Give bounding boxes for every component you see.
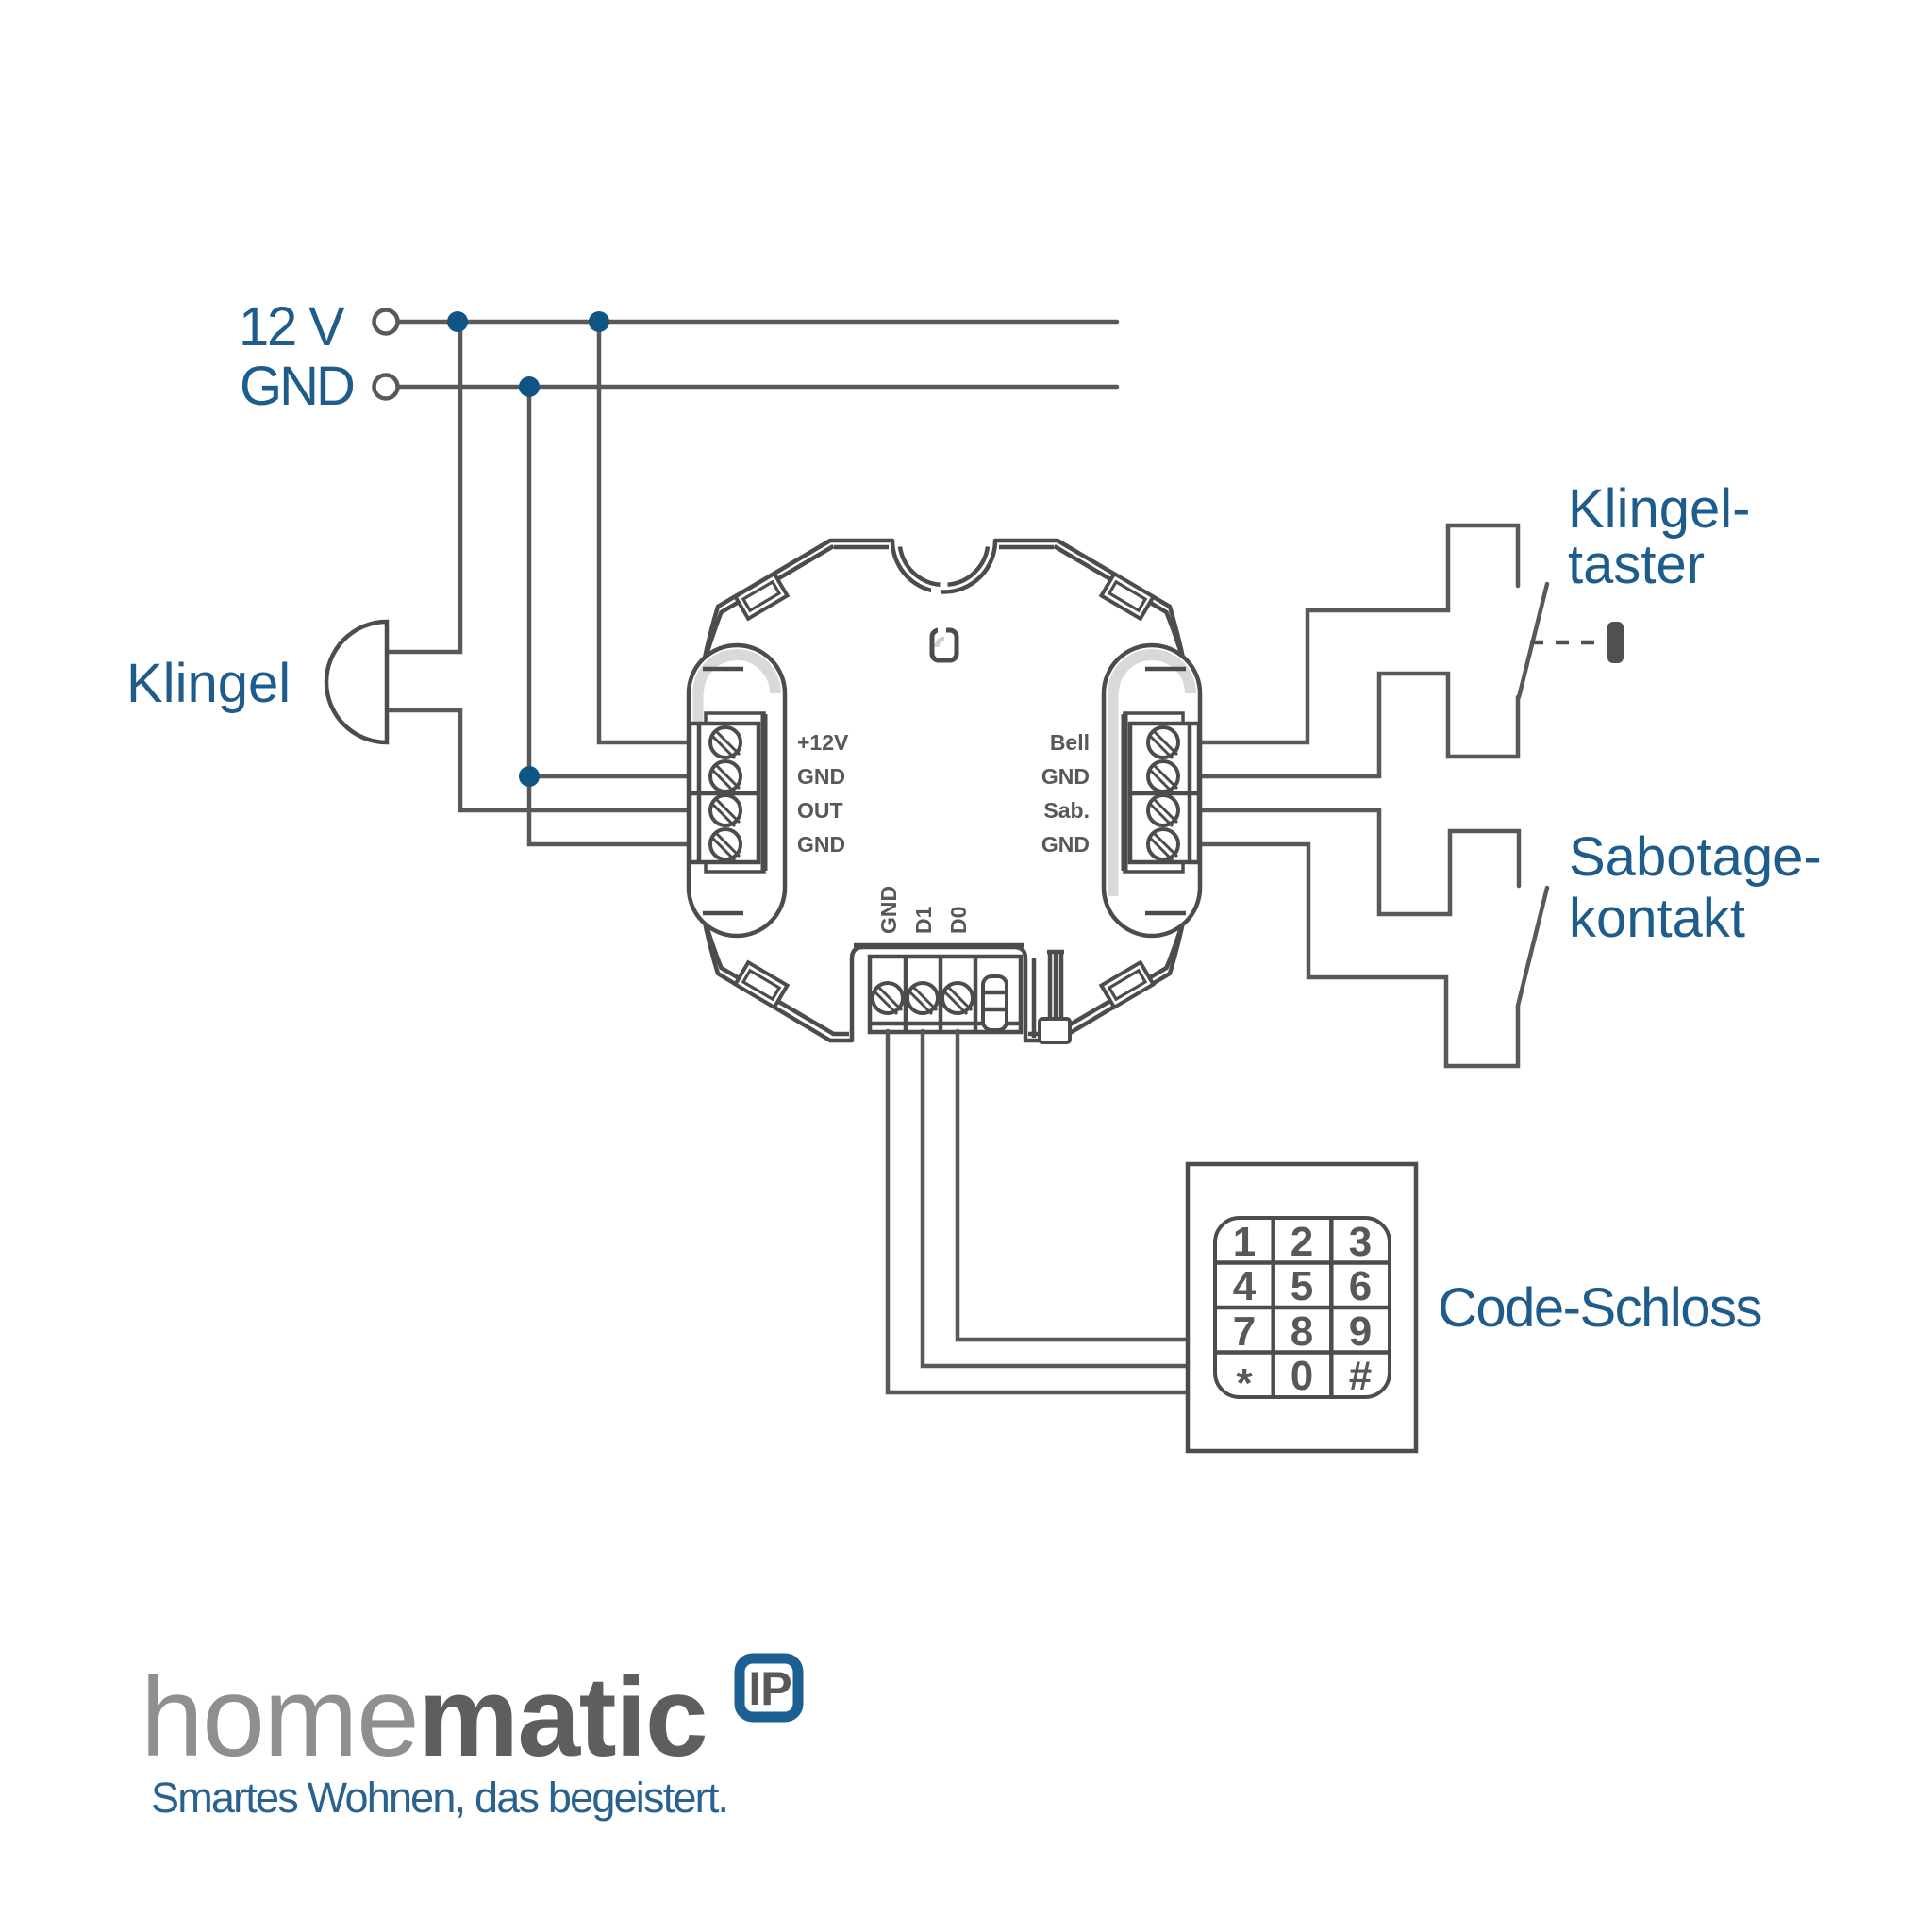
svg-text:Klingel-: Klingel- xyxy=(1568,478,1750,540)
svg-text:12 V: 12 V xyxy=(239,296,345,358)
svg-text:OUT: OUT xyxy=(797,798,843,823)
svg-text:Klingel: Klingel xyxy=(126,653,291,714)
svg-text:4: 4 xyxy=(1233,1263,1257,1309)
svg-text:Sabotage-: Sabotage- xyxy=(1569,826,1822,888)
svg-text:GND: GND xyxy=(797,832,845,857)
svg-text:*: * xyxy=(1236,1360,1253,1407)
svg-text:homematic: homematic xyxy=(141,1654,707,1780)
svg-text:GND: GND xyxy=(240,356,354,417)
svg-text:GND: GND xyxy=(797,764,845,789)
svg-text:Sab.: Sab. xyxy=(1043,798,1090,823)
svg-text:#: # xyxy=(1349,1353,1372,1399)
svg-text:Code-Schloss: Code-Schloss xyxy=(1438,1277,1761,1339)
svg-text:GND: GND xyxy=(1041,832,1090,857)
svg-text:taster: taster xyxy=(1568,534,1705,595)
svg-text:+12V: +12V xyxy=(797,730,849,755)
svg-text:IP: IP xyxy=(748,1662,791,1715)
svg-text:GND: GND xyxy=(876,886,901,934)
svg-text:Smartes Wohnen, das begeistert: Smartes Wohnen, das begeistert. xyxy=(151,1774,727,1822)
svg-text:3: 3 xyxy=(1349,1219,1372,1265)
svg-text:6: 6 xyxy=(1349,1263,1372,1309)
svg-text:2: 2 xyxy=(1291,1219,1313,1265)
svg-text:0: 0 xyxy=(1291,1353,1313,1399)
svg-text:8: 8 xyxy=(1291,1308,1313,1355)
svg-text:Bell: Bell xyxy=(1050,730,1090,755)
svg-text:1: 1 xyxy=(1233,1219,1256,1265)
svg-text:5: 5 xyxy=(1291,1263,1313,1309)
svg-text:D1: D1 xyxy=(911,906,936,934)
svg-text:D0: D0 xyxy=(946,907,971,934)
svg-text:9: 9 xyxy=(1349,1308,1372,1355)
svg-text:kontakt: kontakt xyxy=(1569,888,1745,949)
svg-text:GND: GND xyxy=(1041,764,1090,789)
svg-text:7: 7 xyxy=(1233,1308,1256,1355)
